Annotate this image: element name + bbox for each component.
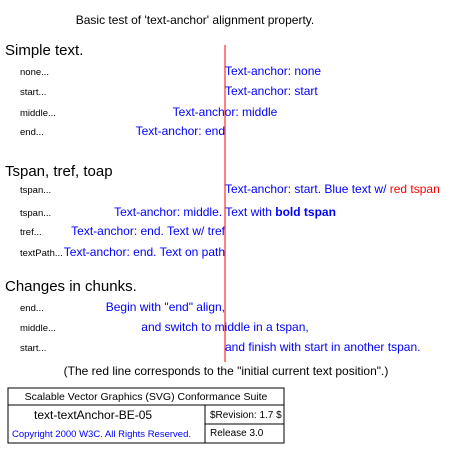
anchored-sample-text: Begin with "end" align, (106, 300, 225, 314)
explanation-note: (The red line corresponds to the "initia… (64, 364, 389, 378)
text-tspan: Begin with "end" align, (106, 300, 225, 314)
footer-revision: $Revision: 1.7 $ (210, 410, 282, 421)
row-label: tspan... (20, 185, 51, 196)
footer-copyright: Copyright 2000 W3C. All Rights Reserved. (12, 429, 191, 440)
section-title: Changes in chunks. (5, 278, 137, 295)
text-tspan: Text-anchor: none (225, 64, 321, 78)
anchored-sample-text: and finish with start in another tspan. (225, 340, 420, 354)
footer-suite-title: Scalable Vector Graphics (SVG) Conforman… (25, 391, 268, 403)
anchored-sample-text: Text-anchor: start (225, 84, 318, 98)
row-label: end... (20, 303, 44, 314)
anchored-sample-text: Text-anchor: end. Text w/ tref (71, 224, 226, 238)
text-tspan: and finish with start in another tspan. (225, 340, 420, 354)
text-tspan: Text-anchor: end. Text on path (64, 245, 225, 259)
row-label: start... (20, 87, 46, 98)
row-label: textPath... (20, 248, 63, 259)
footer-release: Release 3.0 (210, 428, 264, 439)
footer-test-name: text-textAnchor-BE-05 (34, 408, 152, 422)
section-title: Tspan, tref, toap (5, 163, 113, 180)
text-tspan: Text-anchor: end. Text w/ tref (71, 224, 226, 238)
test-description: Basic test of 'text-anchor' alignment pr… (76, 13, 314, 27)
text-tspan: red tspan (390, 182, 440, 196)
anchored-sample-text: Text-anchor: none (225, 64, 321, 78)
text-tspan: Text-anchor: start. Blue text w/ (225, 182, 390, 196)
anchored-sample-text: Text-anchor: start. Blue text w/ red tsp… (225, 182, 440, 196)
test-content: Basic test of 'text-anchor' alignment pr… (5, 13, 440, 378)
row-label: start... (20, 343, 46, 354)
row-label: end... (20, 127, 44, 138)
anchored-sample-text: Text-anchor: middle. Text with bold tspa… (114, 205, 336, 219)
conformance-footer: Scalable Vector Graphics (SVG) Conforman… (7, 387, 285, 444)
text-tspan: Text-anchor: middle. Text with (114, 205, 275, 219)
row-label: tspan... (20, 208, 51, 219)
row-label: middle... (20, 323, 56, 334)
row-label: middle... (20, 108, 56, 119)
anchored-sample-text: Text-anchor: end. Text on path (64, 245, 225, 259)
row-label: tref... (20, 227, 42, 238)
footer-frame (7, 387, 285, 444)
row-label: none... (20, 67, 49, 78)
anchored-sample-text: Text-anchor: end (136, 124, 225, 138)
section-title: Simple text. (5, 42, 83, 59)
bold-tspan: bold tspan (275, 205, 336, 219)
text-tspan: Text-anchor: start (225, 84, 318, 98)
text-tspan: Text-anchor: end (136, 124, 225, 138)
